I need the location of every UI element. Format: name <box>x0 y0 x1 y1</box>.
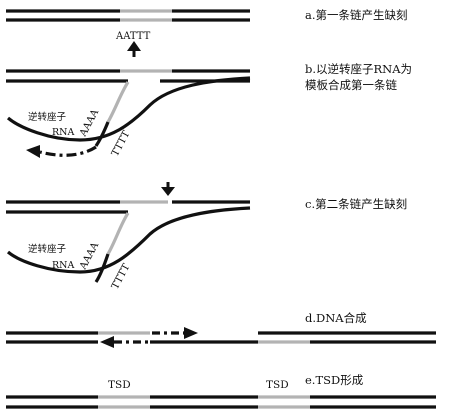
step-d: d.DNA合成 <box>6 311 436 348</box>
aaaa-label: AAAA <box>77 107 101 139</box>
dashed-arrow-icon <box>26 145 97 158</box>
rna-label-line2: RNA <box>52 127 74 138</box>
rna-label-line2-c: RNA <box>52 260 74 271</box>
step-c-rt-segment <box>106 212 130 255</box>
step-e: TSD TSD e.TSD形成 <box>6 373 436 409</box>
step-c-rna-strand <box>6 206 251 274</box>
step-b: 逆转座子 RNA AAAA TTTT b.以逆转座子RNA为 模板合成第一条链 <box>6 62 412 158</box>
rna-label-line1-c: 逆转座子 <box>28 243 67 255</box>
step-c-label: c.第二条链产生缺刻 <box>305 197 407 211</box>
step-a-label: a.第一条链产生缺刻 <box>305 8 408 22</box>
tsd-left-label: TSD <box>108 379 131 391</box>
dashed-arrow-right-icon <box>152 327 198 339</box>
down-arrow-icon <box>161 182 175 196</box>
up-arrow-icon <box>127 41 141 57</box>
step-d-label: d.DNA合成 <box>305 311 367 325</box>
aaaa-label-c: AAAA <box>77 240 101 272</box>
step-b-rna-strand <box>6 76 251 142</box>
dashed-arrow-left-icon <box>100 336 148 348</box>
step-c: 逆转座子 RNA AAAA TTTT c.第二条链产生缺刻 <box>6 182 407 291</box>
step-b-label-line1: b.以逆转座子RNA为 <box>305 62 412 76</box>
rna-label-line1: 逆转座子 <box>28 111 67 123</box>
step-e-label: e.TSD形成 <box>305 373 364 387</box>
step-b-rt-segment <box>106 81 130 123</box>
step-c-cdna-strand <box>94 253 110 283</box>
step-b-label-line2: 模板合成第一条链 <box>305 78 397 92</box>
tttt-label-c: TTTT <box>110 262 133 292</box>
step-a: AATTT a.第一条链产生缺刻 <box>6 8 408 57</box>
tsd-right-label: TSD <box>266 379 289 391</box>
step-b-cdna-strand <box>94 121 110 147</box>
aattt-label: AATTT <box>115 31 151 42</box>
